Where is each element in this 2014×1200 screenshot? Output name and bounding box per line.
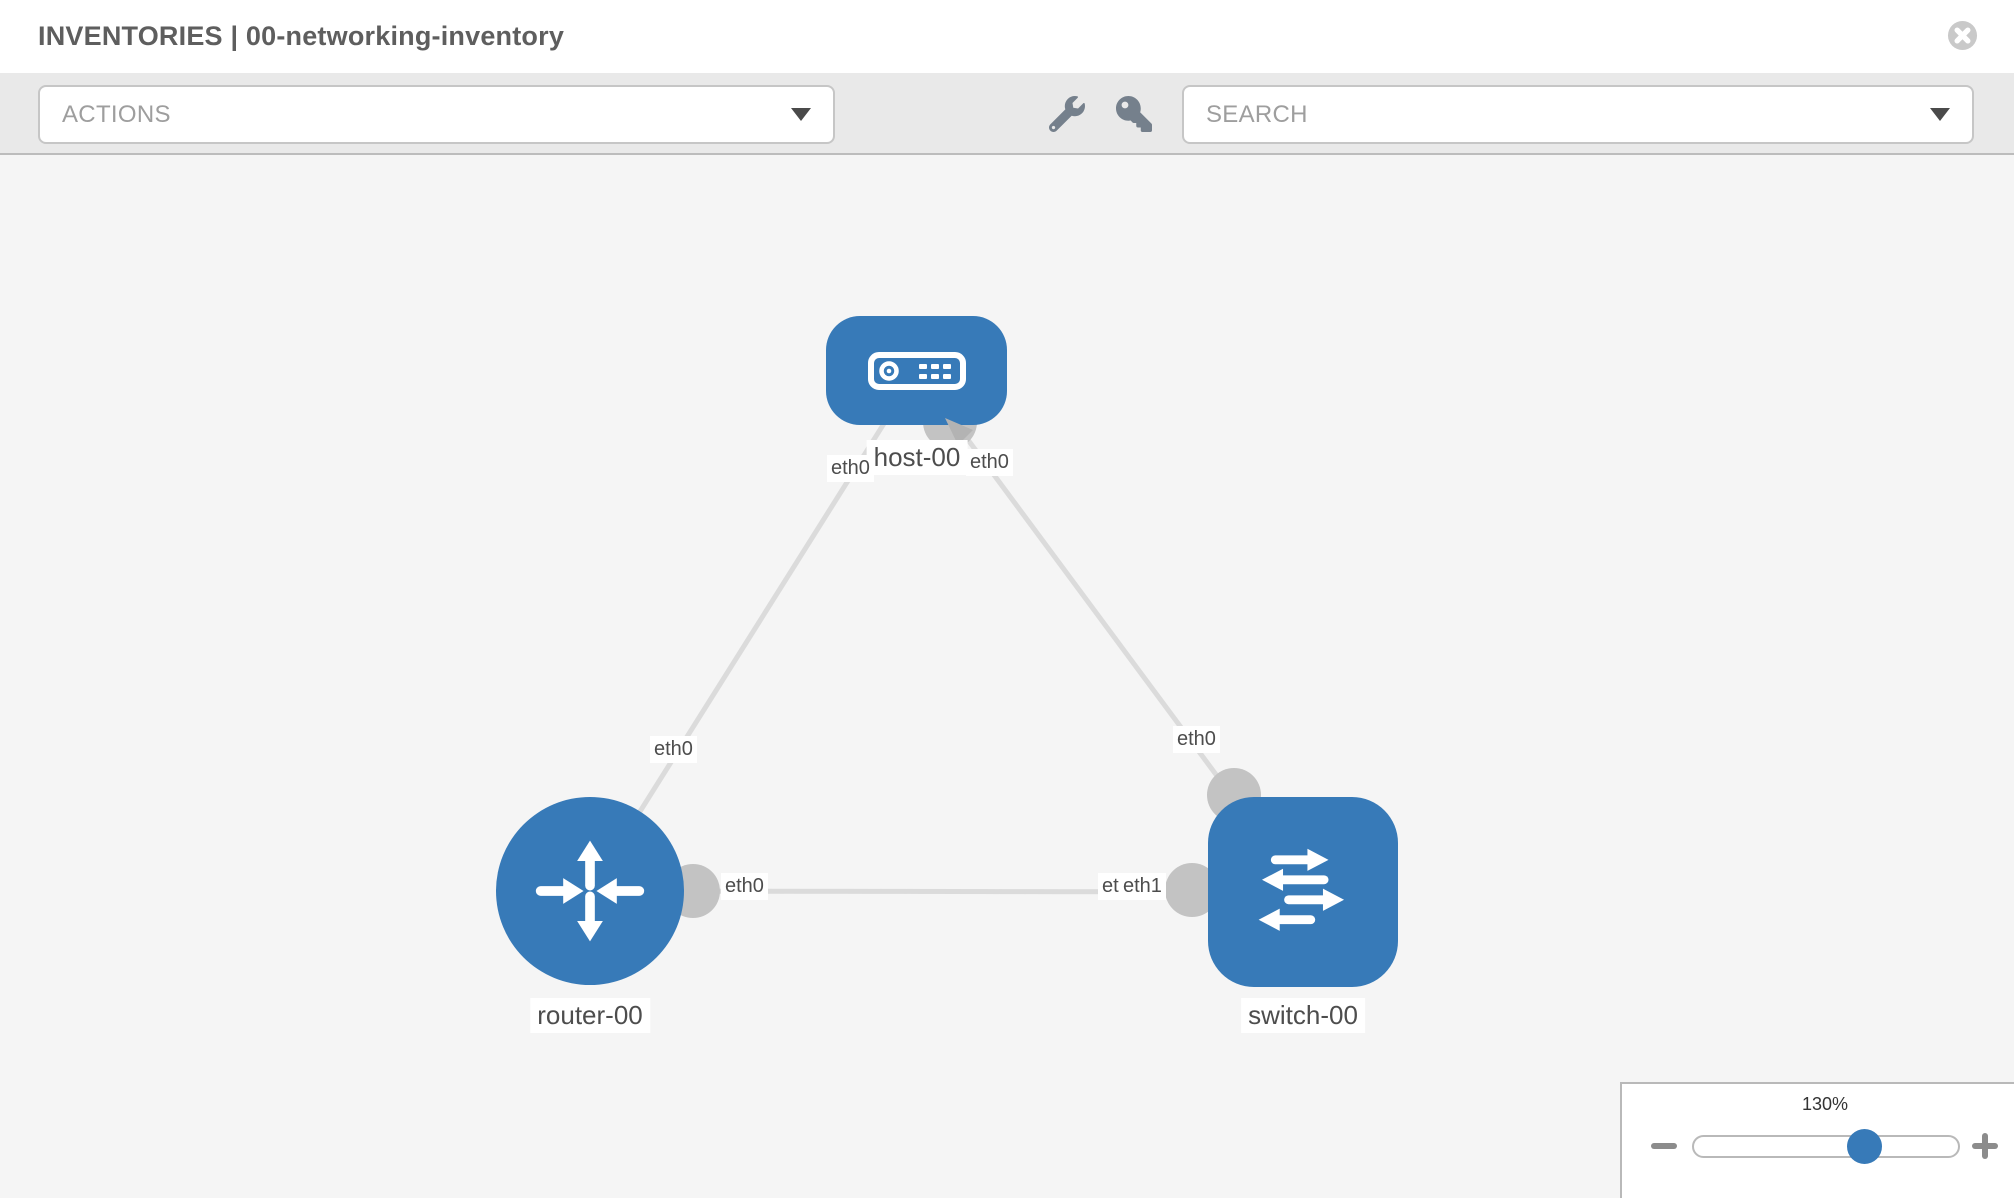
node-router[interactable] xyxy=(496,797,684,985)
chevron-down-icon xyxy=(791,108,811,121)
node-label-host: host-00 xyxy=(866,440,968,475)
port-switch-left[interactable] xyxy=(1165,863,1219,917)
node-label-router: router-00 xyxy=(530,998,650,1033)
eth-label-mid-switch-front: eth1 xyxy=(1119,873,1166,900)
wrench-icon[interactable] xyxy=(1049,96,1085,132)
eth-label-router-top: eth0 xyxy=(650,736,697,763)
node-host[interactable] xyxy=(826,316,1007,425)
page-title: INVENTORIES | 00-networking-inventory xyxy=(38,21,565,51)
toolbar: ACTIONS SEARCH xyxy=(0,73,2014,155)
zoom-in-icon[interactable] xyxy=(1971,1132,1999,1160)
close-icon[interactable] xyxy=(1947,20,1978,51)
cursor-arrow xyxy=(945,418,973,445)
switch-icon xyxy=(1258,848,1345,931)
zoom-percent-label: 130% xyxy=(1801,1094,1849,1114)
actions-dropdown-label: ACTIONS xyxy=(62,100,171,128)
eth-label-host-right: eth0 xyxy=(966,449,1013,476)
actions-dropdown[interactable]: ACTIONS xyxy=(38,85,835,144)
panel-header: INVENTORIES | 00-networking-inventory xyxy=(0,0,2014,73)
search-dropdown-label: SEARCH xyxy=(1206,100,1308,128)
zoom-out-icon[interactable] xyxy=(1650,1132,1678,1160)
zoom-panel: 130% xyxy=(1620,1082,2014,1198)
node-switch[interactable] xyxy=(1208,797,1398,987)
key-icon[interactable] xyxy=(1116,96,1152,132)
node-label-switch: switch-00 xyxy=(1241,998,1365,1033)
eth-label-switch-top: eth0 xyxy=(1173,726,1220,753)
eth-label-host-left: eth0 xyxy=(827,455,874,482)
zoom-slider[interactable] xyxy=(1692,1135,1960,1158)
eth-label-mid-router-side: eth0 xyxy=(721,873,768,900)
chevron-down-icon xyxy=(1930,108,1950,121)
zoom-slider-thumb[interactable] xyxy=(1847,1129,1882,1164)
router-icon xyxy=(535,840,645,942)
host-icon xyxy=(867,351,966,390)
topology-canvas[interactable]: host-00 router-00 switch-00 eth0 eth0 et… xyxy=(0,155,2014,1198)
search-dropdown[interactable]: SEARCH xyxy=(1182,85,1974,144)
topology-links xyxy=(587,369,1306,918)
